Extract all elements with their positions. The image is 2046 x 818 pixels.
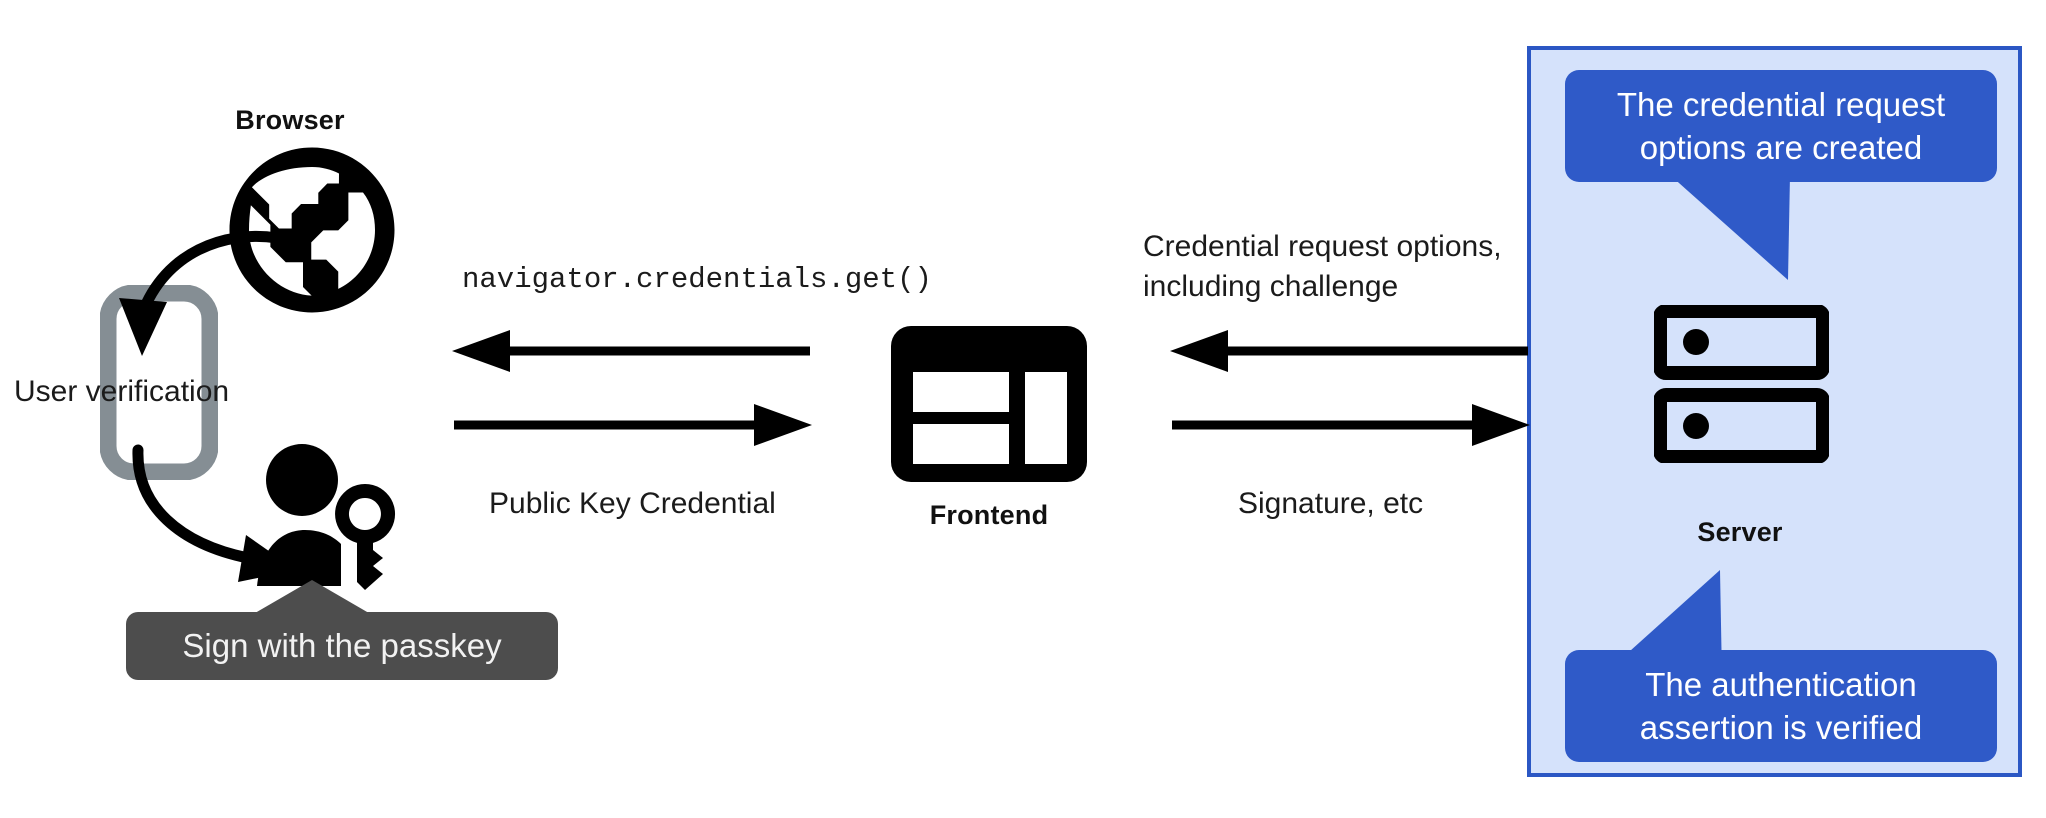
server-label: Server [1697,517,1783,547]
webpage-layout-icon [891,326,1087,482]
left-flow-top-arrow [452,330,812,372]
right-flow-top-arrow [1170,330,1530,372]
sign-with-passkey-tooltip: Sign with the passkey [126,612,558,680]
bottom-callout: The authentication assertion is verified [1565,650,1997,762]
server-racks-icon [1653,304,1830,464]
frontend-label: Frontend [929,500,1049,530]
credential-request-options-label: Credential request options, including ch… [1143,230,1502,303]
browser-label: Browser [235,105,345,135]
navigator-credentials-get-label: navigator.credentials.get() [462,263,932,296]
user-verification-label: User verification [14,375,230,408]
public-key-credential-label: Public Key Credential [489,487,776,520]
passkey-tooltip-tail [250,580,374,616]
signature-etc-label: Signature, etc [1238,487,1424,520]
person-with-key-icon [255,440,400,590]
browser-to-phone-arrow [95,222,285,362]
mobile-phone-icon [99,284,219,481]
right-flow-bottom-arrow [1170,404,1530,446]
left-flow-bottom-arrow [452,404,812,446]
top-callout-tail [1670,175,1860,285]
globe-icon [222,140,402,320]
top-callout: The credential request options are creat… [1565,70,1997,182]
